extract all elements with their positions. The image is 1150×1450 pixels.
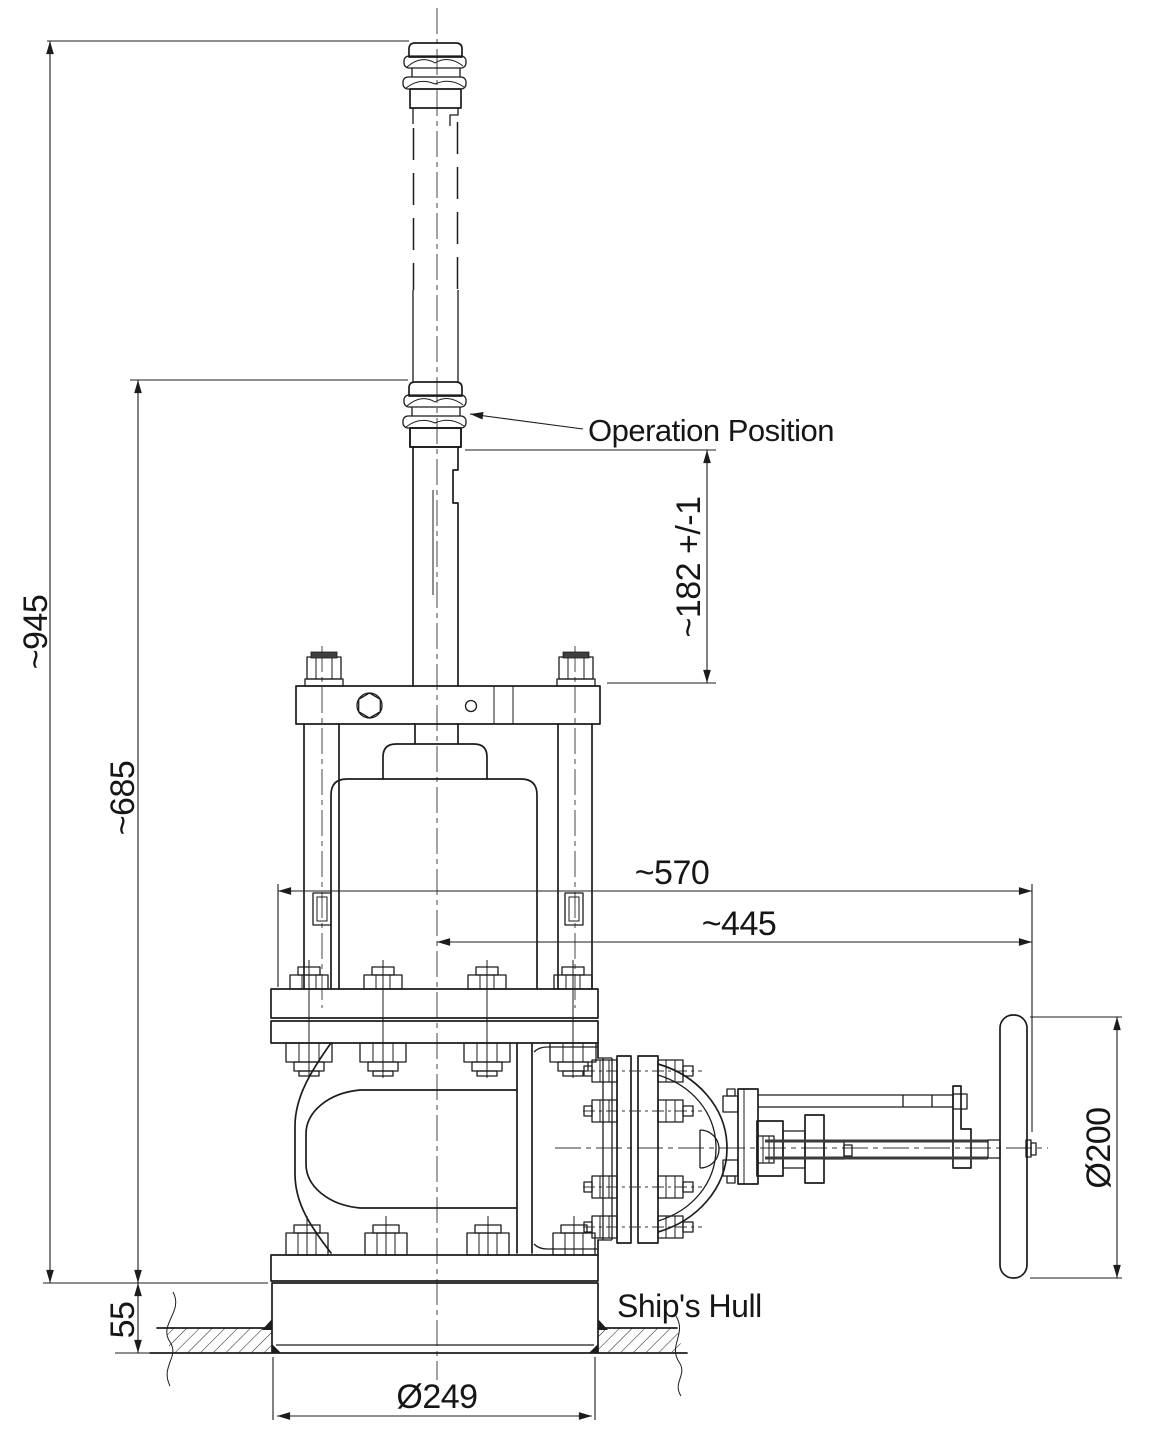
weld-icon bbox=[589, 1344, 598, 1353]
flange-stud bbox=[467, 959, 507, 1079]
break-line-left bbox=[166, 1291, 177, 1387]
handwheel-rim bbox=[999, 1014, 1028, 1279]
tie-rod bbox=[758, 1094, 953, 1108]
dim-text-570: ~570 bbox=[635, 854, 710, 892]
dimensions: ~945 ~685 55 ~182 +/-1 ~570 bbox=[17, 40, 1122, 1420]
yoke-right-nut bbox=[556, 651, 596, 687]
branch-seat bbox=[699, 1129, 720, 1169]
branch-bolt-row bbox=[582, 1215, 703, 1239]
top-flange bbox=[270, 959, 599, 1079]
yoke bbox=[295, 651, 601, 990]
branch-flange-b bbox=[637, 1055, 659, 1244]
branch-bolt-row bbox=[582, 1059, 703, 1083]
weld-icon bbox=[262, 1319, 272, 1330]
weld-icon bbox=[598, 1319, 608, 1330]
dim-text-182: ~182 +/-1 bbox=[670, 496, 708, 637]
dim-handwheel-diameter: Ø200 bbox=[1030, 1016, 1122, 1279]
spindle-raised-cap bbox=[402, 42, 467, 290]
distance-sleeve bbox=[271, 1282, 599, 1354]
dim-overall-width: ~570 bbox=[277, 854, 1033, 1132]
bonnet bbox=[330, 723, 538, 990]
flange-stud bbox=[363, 959, 403, 1079]
left-pillar bbox=[303, 723, 340, 990]
operation-position-leader bbox=[469, 411, 584, 430]
hex-bolt-head bbox=[358, 692, 381, 719]
bottom-flange-bolt bbox=[466, 1215, 510, 1257]
dim-base-diameter: Ø249 bbox=[272, 1357, 596, 1420]
dim-operation-height: ~685 bbox=[104, 379, 408, 1283]
hull-plate-right-hatch bbox=[598, 1328, 683, 1353]
bottom-flange bbox=[270, 1215, 599, 1282]
yoke-plate bbox=[295, 685, 601, 725]
operation-position-label: Operation Position bbox=[588, 413, 834, 448]
flange-stud bbox=[553, 959, 593, 1079]
centerlines bbox=[321, 8, 1048, 1380]
hull-plate-left-hatch bbox=[166, 1328, 272, 1353]
hex-bolt-icon bbox=[356, 692, 383, 719]
dim-text-249: Ø249 bbox=[396, 1378, 477, 1416]
bottom-flange-bolt bbox=[285, 1215, 329, 1257]
branch-neck bbox=[598, 1057, 613, 1241]
dim-text-945: ~945 bbox=[17, 595, 55, 670]
dim-hull-offset: 55 bbox=[104, 1283, 152, 1354]
dim-text-55: 55 bbox=[104, 1302, 142, 1339]
dim-text-200: Ø200 bbox=[1080, 1107, 1118, 1188]
yoke-left-nut bbox=[304, 651, 344, 687]
pin-hole bbox=[464, 699, 478, 713]
body-outer-contour bbox=[294, 1042, 332, 1254]
break-line-right bbox=[674, 1315, 683, 1397]
branch-dome-inner bbox=[657, 1074, 717, 1222]
hull-penetration bbox=[149, 1282, 688, 1397]
dim-centerline-to-handwheel: ~445 bbox=[437, 905, 1032, 946]
dim-text-685: ~685 bbox=[104, 761, 142, 836]
body-inner-contour bbox=[305, 1089, 518, 1209]
body-duct bbox=[516, 1042, 533, 1254]
dim-text-445: ~445 bbox=[702, 905, 777, 943]
handwheel bbox=[999, 1014, 1037, 1279]
branch-bolt-row bbox=[582, 1099, 703, 1123]
stem-bracket bbox=[952, 1085, 972, 1169]
branch-bolt-row bbox=[582, 1175, 703, 1199]
labels: Operation Position Ship's Hull bbox=[469, 411, 835, 1324]
valve-body bbox=[294, 1042, 613, 1256]
branch-dome-outer bbox=[657, 1063, 728, 1233]
branch-valve bbox=[582, 1055, 1001, 1244]
spindle-operation-position bbox=[402, 290, 467, 687]
weld-icon bbox=[272, 1344, 281, 1353]
dim-spindle-stroke: ~182 +/-1 bbox=[465, 449, 716, 684]
branch-flange-a bbox=[616, 1055, 632, 1244]
ships-hull-label: Ship's Hull bbox=[617, 1288, 762, 1324]
gland-plate bbox=[804, 1114, 825, 1184]
branch-stem bbox=[765, 1139, 988, 1160]
bottom-flange-bolt bbox=[364, 1215, 408, 1257]
dim-overall-height: ~945 bbox=[17, 40, 409, 1284]
